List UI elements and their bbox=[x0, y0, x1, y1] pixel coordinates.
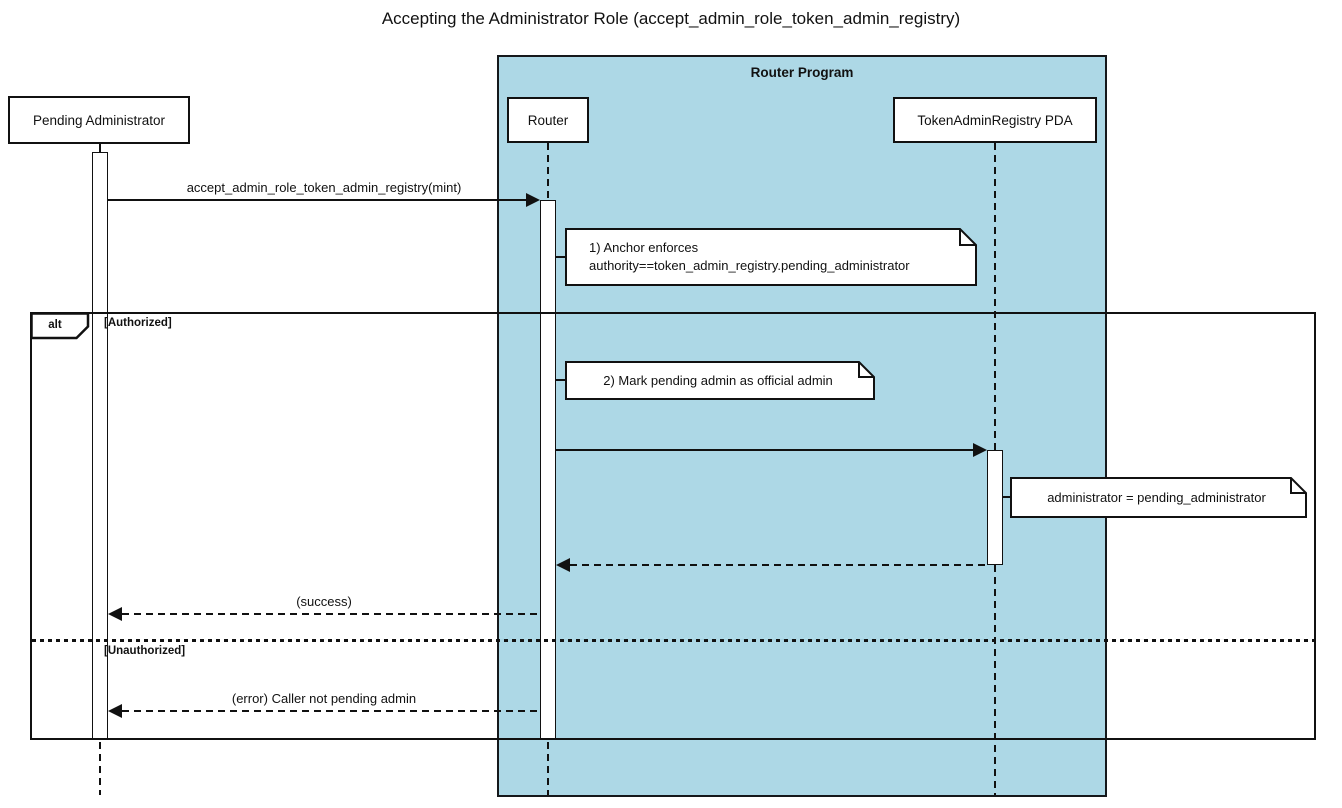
note-administrator-assignment-text: administrator = pending_administrator bbox=[1047, 489, 1266, 505]
participant-pending-administrator: Pending Administrator bbox=[8, 96, 190, 144]
message-return-line bbox=[570, 564, 987, 566]
router-lifeline-top bbox=[547, 143, 549, 200]
pending-admin-lifeline-bottom bbox=[99, 742, 101, 795]
diagram-title: Accepting the Administrator Role (accept… bbox=[381, 9, 961, 28]
message-error-arrowhead bbox=[108, 704, 122, 718]
note-anchor-enforces-text: 1) Anchor enforces authority==token_admi… bbox=[589, 240, 910, 273]
message-success-label: (success) bbox=[296, 594, 352, 609]
alt-frame bbox=[30, 312, 1316, 740]
message-call-label: accept_admin_role_token_admin_registry(m… bbox=[186, 180, 462, 195]
message-error-line bbox=[122, 710, 540, 712]
note3-connector bbox=[1003, 496, 1010, 498]
message-return-arrowhead bbox=[556, 558, 570, 572]
guard-authorized: [Authorized] bbox=[104, 317, 172, 329]
note-anchor-enforces: 1) Anchor enforces authority==token_admi… bbox=[565, 228, 977, 286]
participant-pending-administrator-label: Pending Administrator bbox=[32, 112, 166, 128]
guard-unauthorized: [Unauthorized] bbox=[104, 645, 186, 657]
alt-frame-operator: alt bbox=[48, 319, 62, 331]
message-call-arrowhead bbox=[526, 193, 540, 207]
message-success-arrowhead bbox=[108, 607, 122, 621]
message-update-line bbox=[556, 449, 974, 451]
message-update-arrowhead bbox=[973, 443, 987, 457]
pda-lifeline-top bbox=[994, 143, 996, 450]
pda-activation bbox=[987, 450, 1003, 565]
note-administrator-assignment: administrator = pending_administrator bbox=[1010, 477, 1307, 518]
note2-connector bbox=[556, 379, 565, 381]
participant-router: Router bbox=[507, 97, 589, 143]
note1-connector bbox=[556, 256, 565, 258]
router-lifeline-bottom bbox=[547, 742, 549, 795]
participant-token-admin-registry-pda-label: TokenAdminRegistry PDA bbox=[917, 112, 1073, 128]
note-mark-pending-admin-text: 2) Mark pending admin as official admin bbox=[603, 372, 833, 388]
message-call-line bbox=[108, 199, 527, 201]
message-success-line bbox=[122, 613, 540, 615]
note-mark-pending-admin: 2) Mark pending admin as official admin bbox=[565, 361, 875, 400]
pending-admin-lifeline-stub bbox=[99, 144, 101, 152]
pda-lifeline-bottom bbox=[994, 565, 996, 795]
message-error-label: (error) Caller not pending admin bbox=[231, 691, 417, 706]
router-program-container bbox=[497, 55, 1107, 797]
participant-token-admin-registry-pda: TokenAdminRegistry PDA bbox=[893, 97, 1097, 143]
participant-router-label: Router bbox=[527, 112, 569, 128]
alt-frame-label-pentagon bbox=[30, 312, 90, 340]
router-program-label: Router Program bbox=[750, 65, 854, 80]
alt-frame-divider bbox=[32, 639, 1314, 642]
